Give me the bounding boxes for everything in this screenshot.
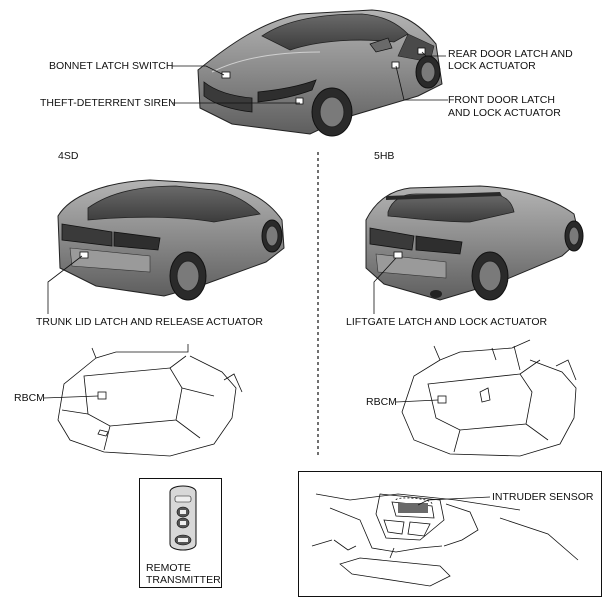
front-door-marker <box>391 61 400 69</box>
label-front-door-latch-2: AND LOCK ACTUATOR <box>448 107 561 119</box>
liftgate-leader <box>373 257 397 314</box>
trunk-leader <box>47 255 83 314</box>
rbcm-left-leader <box>43 395 99 399</box>
siren-marker <box>295 97 304 105</box>
intruder-sensor-pattern <box>398 503 428 513</box>
hatchback-cargo-interior <box>401 339 577 457</box>
trunk-latch-marker <box>79 251 89 259</box>
label-variant-5hb: 5HB <box>374 150 395 162</box>
top-car-front-view <box>197 9 443 137</box>
rear-door-marker <box>417 47 426 55</box>
rbcm-right-leader <box>395 399 439 403</box>
top-leader-lines <box>172 51 448 104</box>
label-theft-deterrent-siren: THEFT-DETERRENT SIREN <box>40 97 176 109</box>
label-liftgate-latch: LIFTGATE LATCH AND LOCK ACTUATOR <box>346 316 548 328</box>
label-variant-4sd: 4SD <box>58 150 79 162</box>
label-intruder-sensor: INTRUDER SENSOR <box>492 491 594 503</box>
label-rear-door-latch-1: REAR DOOR LATCH AND <box>448 48 573 60</box>
intruder-leader <box>417 496 491 506</box>
label-bonnet-latch-switch: BONNET LATCH SWITCH <box>49 60 174 72</box>
label-trunk-lid-latch: TRUNK LID LATCH AND RELEASE ACTUATOR <box>36 316 263 328</box>
sedan-rear-view <box>57 179 285 301</box>
hatchback-rear-view <box>365 185 584 301</box>
overhead-console-line-art <box>311 493 579 587</box>
label-front-door-latch-1: FRONT DOOR LATCH <box>448 94 555 106</box>
sedan-trunk-interior <box>57 344 243 457</box>
label-remote-2: TRANSMITTER <box>146 574 221 586</box>
remote-transmitter-key <box>169 485 197 551</box>
label-remote-1: REMOTE <box>146 562 191 574</box>
label-rbcm-right: RBCM <box>366 396 397 408</box>
bonnet-latch-marker <box>221 71 231 79</box>
label-rbcm-left: RBCM <box>14 392 45 404</box>
label-rear-door-latch-2: LOCK ACTUATOR <box>448 60 536 72</box>
liftgate-latch-marker <box>393 251 403 259</box>
